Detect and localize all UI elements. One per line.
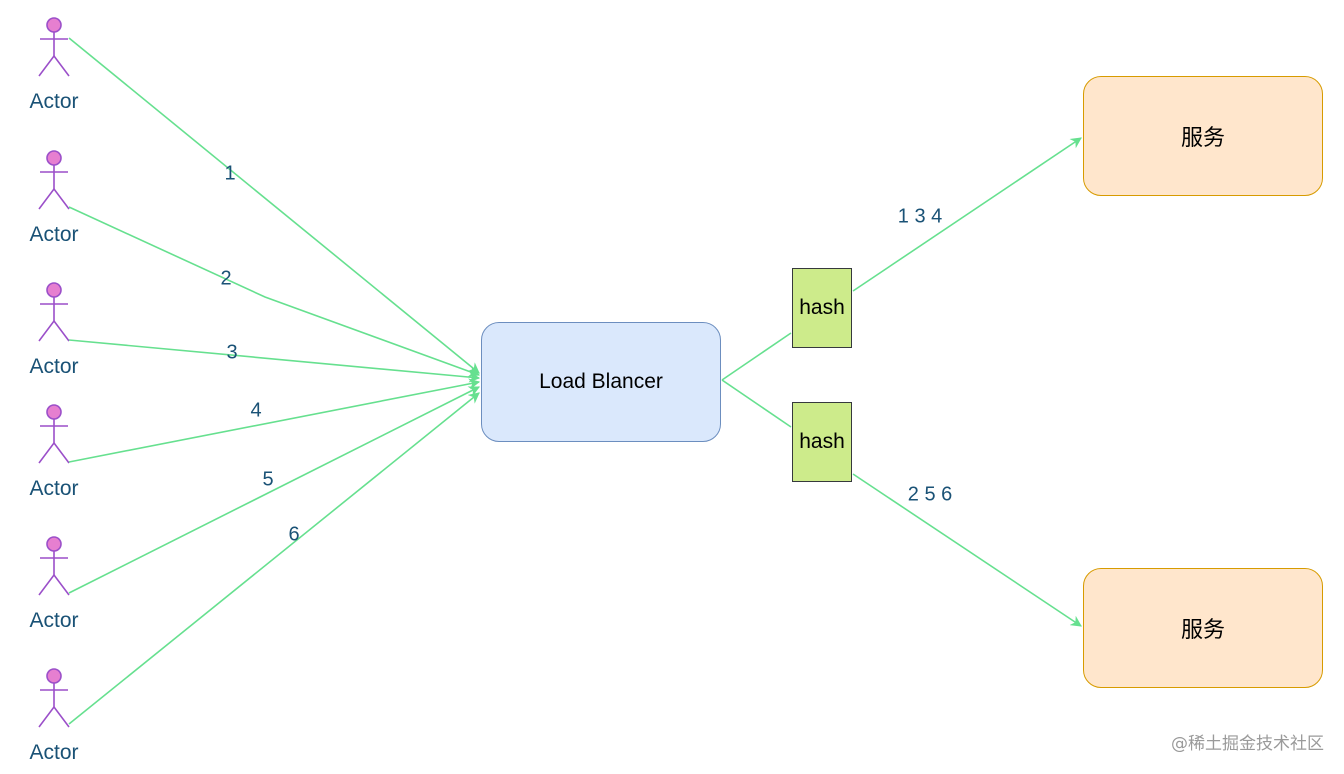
actor-edge-6 <box>68 392 480 725</box>
edge-number-label: 6 <box>288 523 300 546</box>
actor-edge-3 <box>68 339 481 383</box>
actor-label: Actor <box>29 477 79 500</box>
actor-leg-left <box>38 574 55 596</box>
actor-head <box>46 282 62 298</box>
watermark: @稀土掘金技术社区 <box>1171 734 1324 754</box>
actor-edge-5 <box>68 386 481 594</box>
hash-node-1[interactable]: hash <box>792 268 852 348</box>
actor-figure-4 <box>38 404 70 464</box>
actor-figure-5 <box>38 536 70 596</box>
actor-edge-4 <box>68 378 481 463</box>
actor-edge-1 <box>68 37 480 374</box>
actor-label: Actor <box>29 609 79 632</box>
actor-label: Actor <box>29 355 79 378</box>
actor-head <box>46 668 62 684</box>
actor-figure-6 <box>38 668 70 728</box>
actor-leg-right <box>53 706 70 728</box>
actor-leg-left <box>38 442 55 464</box>
load-balancer-label: Load Blancer <box>539 370 663 393</box>
edge-number-label: 4 <box>250 399 262 422</box>
actor-leg-left <box>38 188 55 210</box>
actor-leg-right <box>53 574 70 596</box>
load-balancer-node[interactable]: Load Blancer <box>481 322 721 442</box>
actor-label: Actor <box>29 90 79 113</box>
hash-2-to-service-2-edge <box>852 473 1082 627</box>
route-label-top: 1 3 4 <box>897 205 943 228</box>
actor-label: Actor <box>29 741 79 764</box>
hash-node-2-label: hash <box>799 430 845 453</box>
hash-1-to-service-1-edge <box>852 137 1082 292</box>
edge-number-label: 1 <box>224 162 236 185</box>
actor-leg-left <box>38 320 55 342</box>
service-node-1[interactable]: 服务 <box>1083 76 1323 196</box>
edge-number-label: 2 <box>220 267 232 290</box>
actor-leg-left <box>38 55 55 77</box>
actor-label: Actor <box>29 223 79 246</box>
actor-figure-2 <box>38 150 70 210</box>
hash-node-2[interactable]: hash <box>792 402 852 482</box>
edge-number-label: 5 <box>262 468 274 491</box>
service-node-2[interactable]: 服务 <box>1083 568 1323 688</box>
actor-figure-1 <box>38 17 70 77</box>
service-node-2-label: 服务 <box>1180 618 1225 643</box>
actor-head <box>46 404 62 420</box>
edge-number-label: 3 <box>226 341 238 364</box>
actor-leg-right <box>53 188 70 210</box>
actor-leg-right <box>53 442 70 464</box>
actor-head <box>46 536 62 552</box>
route-label-bottom: 2 5 6 <box>907 483 953 506</box>
actor-edge-2 <box>68 206 481 377</box>
actor-figure-3 <box>38 282 70 342</box>
lb-to-hash-1-edge <box>721 332 792 381</box>
service-node-1-label: 服务 <box>1180 126 1225 151</box>
actor-head <box>46 150 62 166</box>
hash-node-1-label: hash <box>799 296 845 319</box>
actor-leg-right <box>53 320 70 342</box>
actor-leg-right <box>53 55 70 77</box>
actor-leg-left <box>38 706 55 728</box>
actor-head <box>46 17 62 33</box>
lb-to-hash-2-edge <box>721 379 792 428</box>
